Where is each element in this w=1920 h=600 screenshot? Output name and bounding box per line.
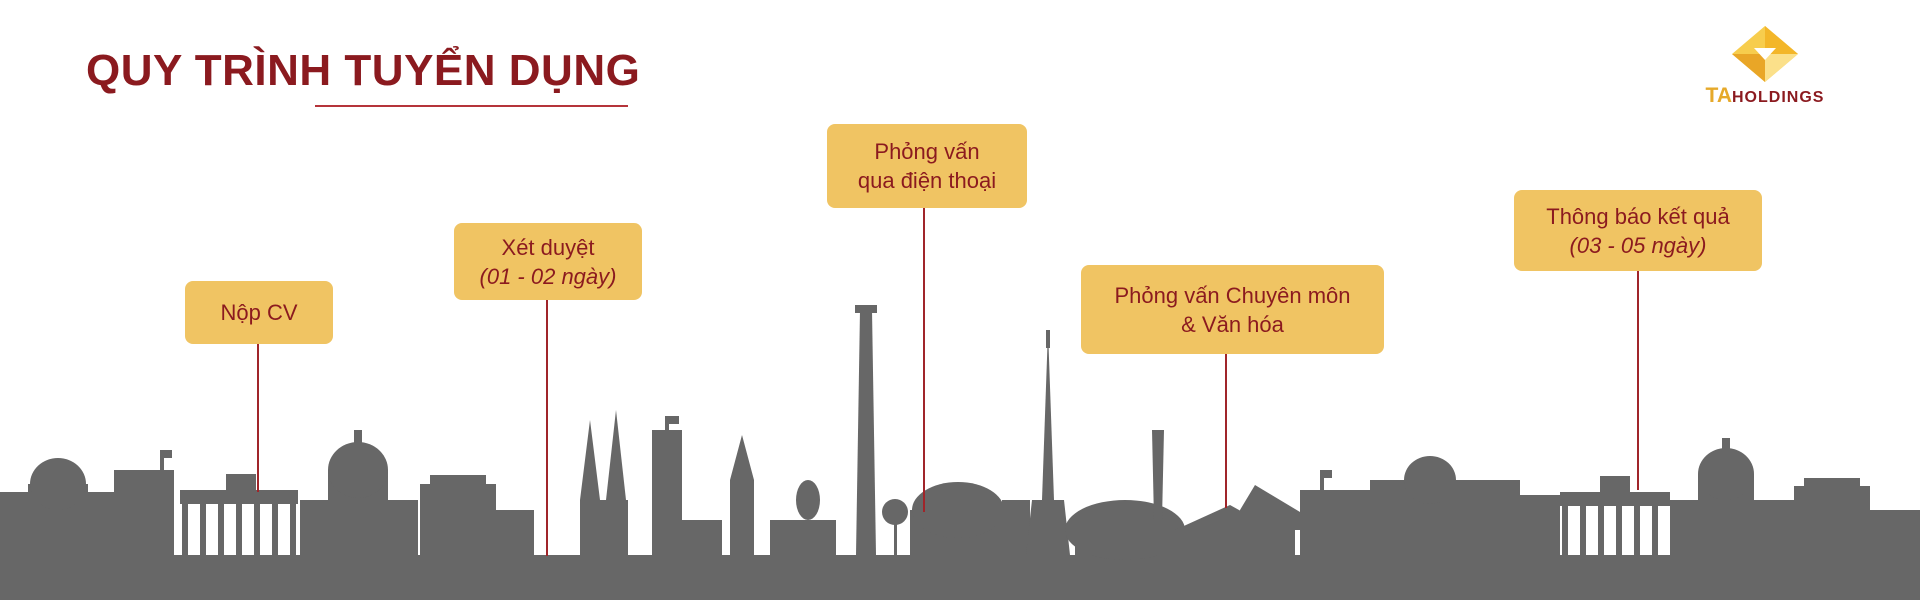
step-2-box: Xét duyệt (01 - 02 ngày)	[454, 223, 642, 300]
step-2-duration: (01 - 02 ngày)	[479, 263, 617, 289]
logo-text: TAHOLDINGS	[1690, 84, 1840, 108]
diamond-logo-icon	[1732, 26, 1798, 82]
step-5-duration: (03 - 05 ngày)	[1569, 232, 1707, 258]
step-5-label: Thông báo kết quả	[1546, 203, 1730, 229]
step-3-label-2: qua điện thoại	[857, 168, 997, 193]
step-3-box: Phỏng vấn qua điện thoại	[827, 124, 1027, 208]
logo-suffix: HOLDINGS	[1731, 89, 1825, 106]
step-connector-2	[546, 298, 548, 556]
step-connector-3	[923, 206, 925, 512]
step-2-label: Xét duyệt	[501, 234, 595, 260]
step-4-box: Phỏng vấn Chuyên môn & Văn hóa	[1081, 265, 1384, 354]
step-5-box: Thông báo kết quả (03 - 05 ngày)	[1514, 190, 1762, 271]
page-title: QUY TRÌNH TUYỂN DỤNG	[86, 46, 641, 95]
step-connector-4	[1225, 352, 1227, 508]
step-1-label: Nộp CV	[220, 300, 298, 325]
step-connector-5	[1637, 270, 1639, 490]
step-4-label: Phỏng vấn Chuyên môn	[1114, 282, 1351, 308]
company-logo: TAHOLDINGS	[1690, 26, 1840, 110]
step-3-label: Phỏng vấn	[874, 139, 980, 164]
step-connector-1	[257, 342, 259, 492]
logo-prefix: TA	[1705, 84, 1732, 107]
step-4-label-2: & Văn hóa	[1181, 311, 1284, 337]
step-1-box: Nộp CV	[185, 281, 333, 344]
title-underline	[315, 105, 628, 107]
